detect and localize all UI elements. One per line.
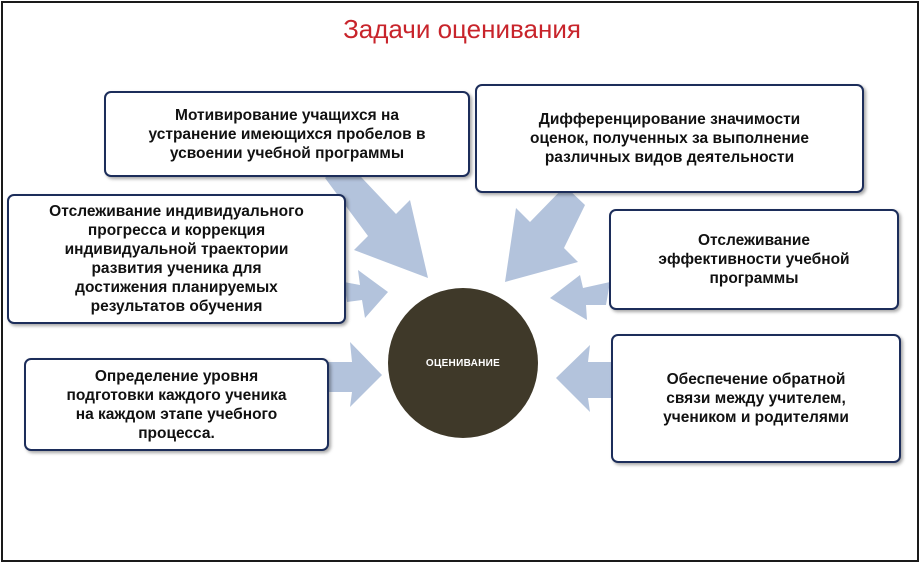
slide-title: Задачи оценивания bbox=[343, 14, 581, 44]
box-efficiency-tracking: Отслеживание эффективности учебной прогр… bbox=[609, 209, 899, 310]
arrow-from-level bbox=[327, 342, 382, 407]
arrow-from-differentiation bbox=[505, 186, 585, 282]
center-circle-assessment: ОЦЕНИВАНИЕ bbox=[388, 288, 538, 438]
box-motivation: Мотивирование учащихся на устранение име… bbox=[104, 91, 470, 177]
arrow-from-motivation bbox=[325, 160, 428, 278]
box-differentiation: Дифференцирование значимости оценок, пол… bbox=[475, 84, 864, 193]
center-label: ОЦЕНИВАНИЕ bbox=[425, 357, 501, 369]
arrow-from-efficiency bbox=[550, 275, 610, 320]
box-feedback: Обеспечение обратной связи между учителе… bbox=[611, 334, 901, 463]
box-progress-tracking: Отслеживание индивидуального прогресса и… bbox=[7, 194, 346, 324]
arrow-from-feedback bbox=[556, 345, 615, 412]
arrow-from-progress bbox=[344, 270, 388, 318]
box-level-determination: Определение уровня подготовки каждого уч… bbox=[24, 358, 329, 451]
